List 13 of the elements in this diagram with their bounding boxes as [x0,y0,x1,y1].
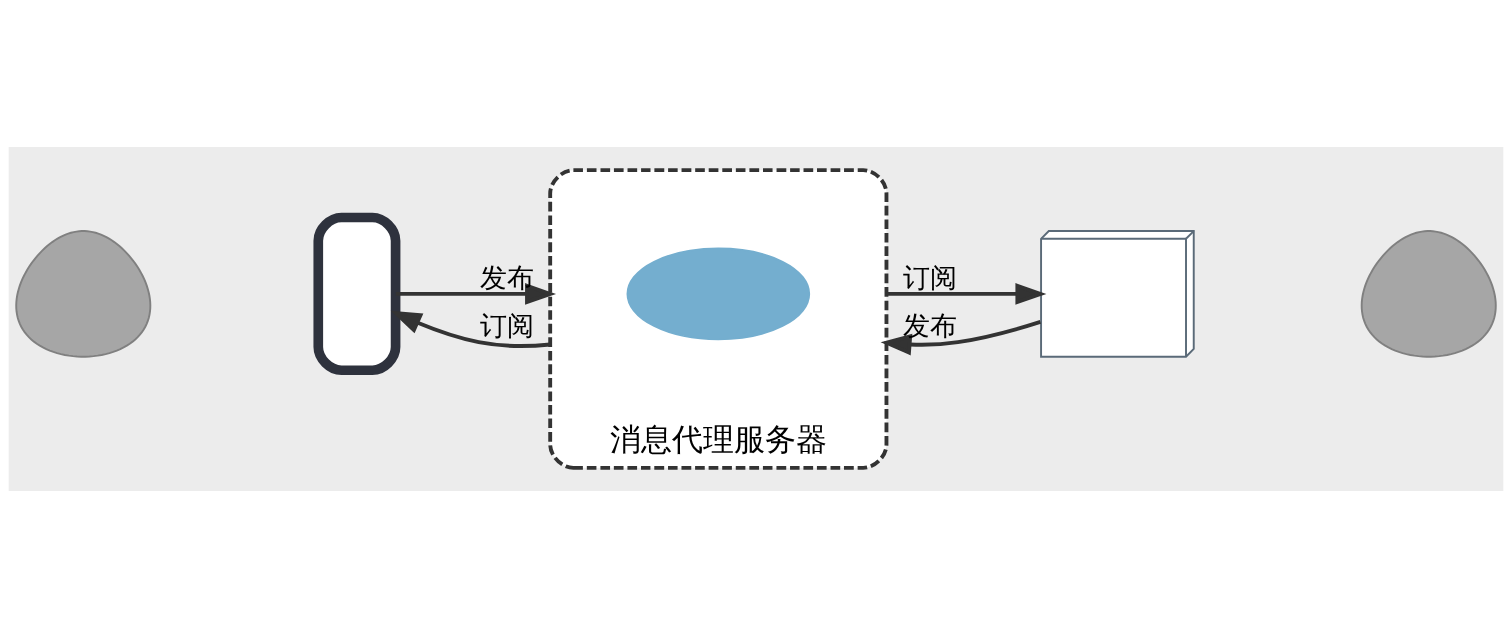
cluster: 消息代理服务器 [548,168,889,470]
arrow [395,283,557,305]
edge-label: 订阅 [479,309,534,341]
edge-label: 发布 [902,309,957,341]
node-phone [313,212,401,376]
arrow [886,283,1047,305]
edge-label: 发布 [479,261,534,293]
arrow [390,310,551,348]
node-person [1360,230,1497,358]
edge-label: 订阅 [902,261,957,293]
node-person [15,230,152,358]
node-cloud [626,247,811,341]
arrow [880,320,1041,356]
